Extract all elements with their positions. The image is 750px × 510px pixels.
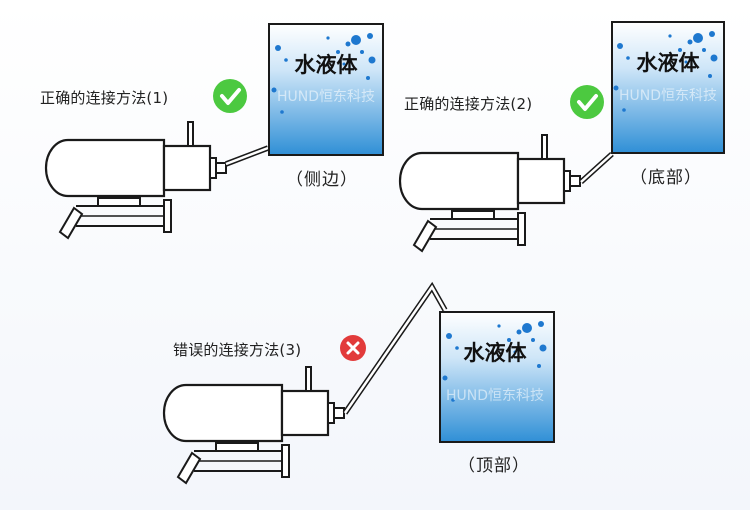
tank-label-2: 水液体 (637, 51, 701, 75)
watermark-2: HUND恒东科技 (619, 88, 717, 104)
pipe-3 (342, 281, 448, 415)
mixer-assembly-1 (44, 120, 228, 240)
position-caption-3: （顶部） (458, 456, 530, 476)
watermark-1: HUND恒东科技 (277, 89, 375, 105)
check-circle-icon (213, 79, 247, 113)
position-caption-2: （底部） (630, 168, 702, 188)
cross-circle-icon (340, 335, 366, 361)
tank-label-3: 水液体 (464, 341, 528, 365)
liquid-tank-2: 水液体 HUND恒东科技 (611, 21, 725, 154)
mixer-assembly-3 (162, 365, 346, 485)
mixer-assembly-2 (398, 133, 582, 253)
method-label-3: 错误的连接方法(3) (173, 341, 302, 359)
pipe-2 (579, 151, 614, 185)
method-label-2: 正确的连接方法(2) (404, 95, 533, 113)
check-circle-icon (570, 85, 604, 119)
pipe-1 (225, 145, 269, 167)
liquid-tank-1: 水液体 HUND恒东科技 (268, 23, 384, 156)
liquid-tank-3: 水液体 HUND恒东科技 (439, 311, 555, 443)
position-caption-1: （侧边） (286, 170, 358, 190)
watermark-3: HUND恒东科技 (446, 388, 544, 404)
method-label-1: 正确的连接方法(1) (40, 89, 169, 107)
tank-label-1: 水液体 (295, 53, 359, 77)
